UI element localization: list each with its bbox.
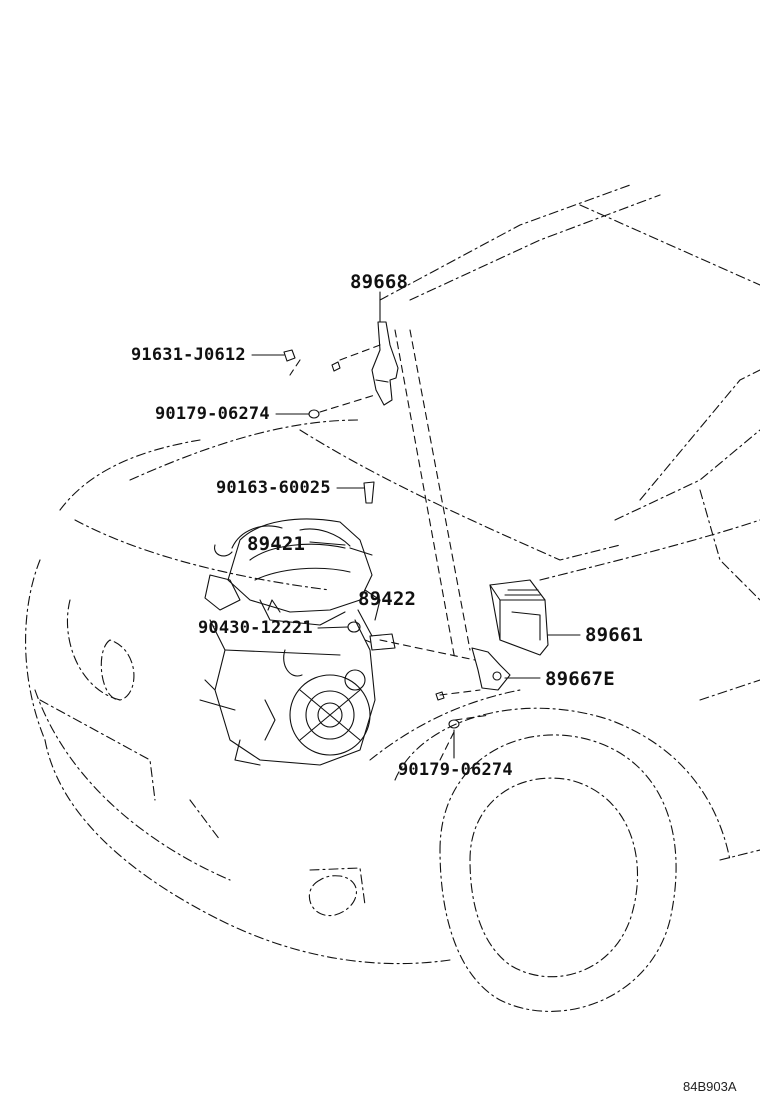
part-label-90179-06274-lower[interactable]: 90179-06274 — [398, 760, 513, 780]
part-label-91631-j0612[interactable]: 91631-J0612 — [131, 345, 246, 365]
label-leader-lines — [251, 291, 581, 759]
part-label-89667e[interactable]: 89667E — [545, 668, 615, 690]
installation-leader-lines — [289, 329, 491, 761]
ecu-module-89661 — [489, 579, 549, 656]
diagram-reference-code: 84B903A — [683, 1079, 737, 1094]
part-label-89421[interactable]: 89421 — [247, 533, 306, 555]
part-label-90430-12221[interactable]: 90430-12221 — [198, 618, 313, 638]
part-label-89422[interactable]: 89422 — [358, 588, 417, 610]
part-label-90163-60025[interactable]: 90163-60025 — [216, 478, 331, 498]
bolt-icons — [283, 349, 460, 729]
part-label-89668[interactable]: 89668 — [350, 271, 409, 293]
part-label-89661[interactable]: 89661 — [585, 624, 644, 646]
part-label-90179-06274-upper[interactable]: 90179-06274 — [155, 404, 270, 424]
bracket-89667e — [471, 647, 511, 691]
engine-assembly — [199, 518, 381, 766]
sensor-89422 — [364, 633, 396, 651]
car-body-outline — [25, 184, 760, 1012]
bracket-89668 — [371, 321, 399, 406]
